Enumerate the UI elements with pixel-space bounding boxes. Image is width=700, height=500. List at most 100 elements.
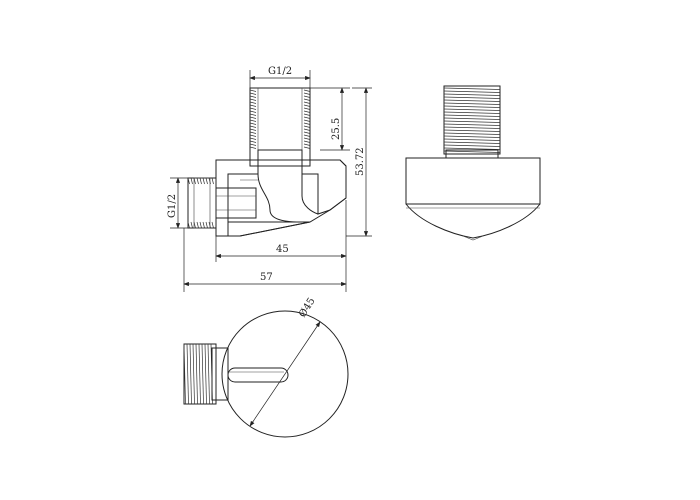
thread-tick [205,221,208,229]
thread-tick [249,107,257,110]
thread-tick [443,111,501,114]
dim-top-thread: G1/2 [249,66,311,88]
thread-tick [249,128,257,131]
thread-tick [204,343,207,405]
thread-tick [211,221,214,229]
thread-tick [303,92,311,95]
thread-tick [303,104,311,107]
thread-tick [186,343,189,405]
label-depth-body: 45 [276,244,289,255]
thread-tick [249,131,257,134]
thread-tick [303,131,311,134]
thread-tick [193,177,196,185]
thread-tick [249,116,257,119]
body-section [215,159,347,237]
thread-tick [443,114,501,117]
thread-tick [303,113,311,116]
thread-tick [249,104,257,107]
thread-tick [443,141,501,144]
dim-height-total: 53.72 [346,87,372,237]
thread-tick [443,102,501,105]
thread-tick [443,135,501,138]
thread-tick [187,177,190,185]
thread-tick [303,122,311,125]
thread-tick [303,137,311,140]
label-diameter: Ø45 [297,296,317,320]
thread-tick [249,143,257,146]
thread-tick [303,95,311,98]
thread-tick [249,125,257,128]
thread-tick [199,221,202,229]
thread-tick [303,128,311,131]
thread-tick [303,134,311,137]
thread-tick [443,117,501,120]
thread-tick [443,108,501,111]
thread-tick [303,89,311,92]
thread-tick [303,119,311,122]
thread-tick [249,89,257,92]
side-elevation-view [405,85,541,241]
thread-tick [190,177,193,185]
thread-tick [303,143,311,146]
thread-tick [249,101,257,104]
thread-tick [211,177,214,185]
thread-tick [303,101,311,104]
thread-tick [443,93,501,96]
thread-tick [187,221,190,229]
thread-tick [443,96,501,99]
thread-tick [249,119,257,122]
thread-tick [249,122,257,125]
thread-tick [249,95,257,98]
thread-tick [303,146,311,149]
thread-tick [249,137,257,140]
label-depth-total: 57 [260,272,273,283]
label-height-upper: 25.5 [331,118,342,140]
thread-tick [443,90,501,93]
thread-tick [249,113,257,116]
front-section-view: G1/2 G1/2 25.5 53.72 45 [167,66,372,292]
thread-tick [303,125,311,128]
thread-tick [443,105,501,108]
thread-tick [195,343,198,405]
plan-inlet-thread [183,343,229,405]
thread-tick [443,99,501,102]
thread-tick [205,177,208,185]
thread-tick [303,98,311,101]
thread-tick [196,177,199,185]
thread-tick [443,144,501,147]
thread-tick [190,221,193,229]
thread-tick [199,177,202,185]
dim-depth-body: 45 [215,200,347,262]
thread-tick [443,147,501,150]
thread-tick [443,87,501,90]
thread-tick [443,123,501,126]
thread-tick [249,134,257,137]
thread-tick [303,110,311,113]
thread-tick [249,92,257,95]
label-thread-side: G1/2 [167,194,178,218]
thread-tick [443,150,501,153]
thread-tick [189,343,192,405]
thread-tick [443,132,501,135]
thread-tick [443,120,501,123]
label-height-total: 53.72 [355,147,366,176]
thread-tick [303,116,311,119]
dim-height-upper: 25.5 [310,87,350,151]
side-threaded-inlet [187,177,257,229]
thread-tick [208,221,211,229]
thread-tick [193,221,196,229]
thread-tick [192,343,195,405]
thread-tick [443,126,501,129]
thread-tick [196,221,199,229]
side-cap-body [405,157,541,241]
dim-depth-total: 57 [183,228,347,292]
thread-tick [207,343,210,405]
top-plan-view: Ø45 [183,296,349,438]
thread-tick [443,138,501,141]
thread-tick [249,146,257,149]
thread-tick [249,140,257,143]
thread-tick [443,129,501,132]
thread-tick [208,177,211,185]
label-thread-top: G1/2 [268,66,292,77]
